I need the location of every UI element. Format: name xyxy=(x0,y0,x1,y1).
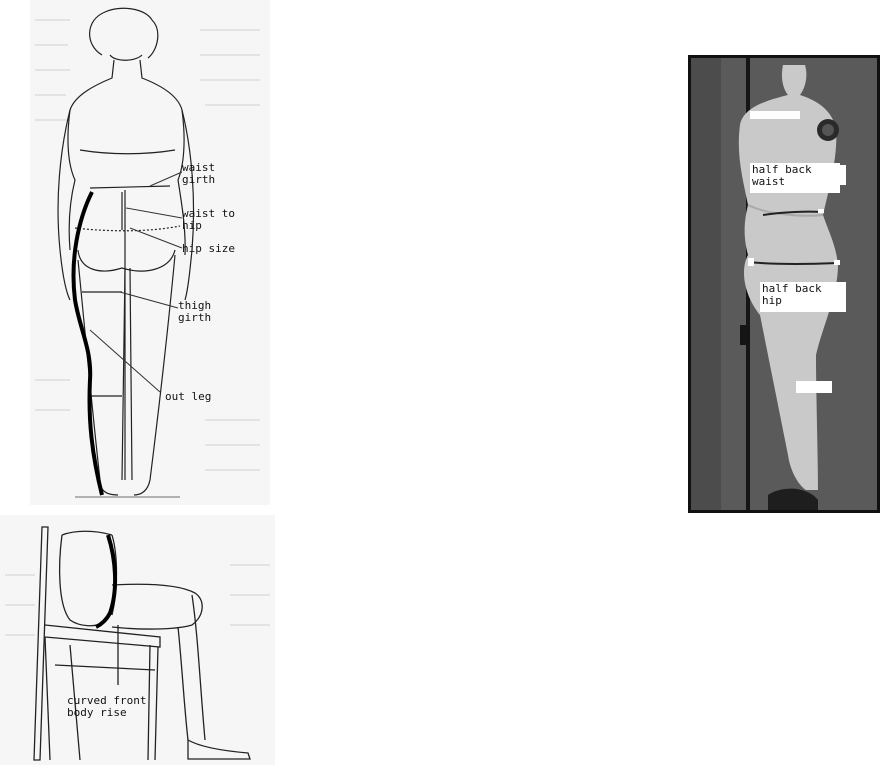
waist-girth-label: waist girth xyxy=(182,162,215,186)
half-back-waist-label: half back waist xyxy=(750,163,840,193)
mannequin-photo: half back waist half back hip xyxy=(688,55,880,513)
waist-to-hip-label: waist to hip xyxy=(182,208,235,232)
hip-size-label: hip size xyxy=(182,243,235,255)
back-view-figure: waist girth waist to hip hip size thigh … xyxy=(30,0,270,505)
out-leg-label: out leg xyxy=(165,391,211,403)
curved-front-body-rise-label: curved front body rise xyxy=(67,695,146,719)
half-back-hip-label: half back hip xyxy=(760,282,846,312)
seated-figure-drawing xyxy=(0,515,275,765)
thigh-girth-label: thigh girth xyxy=(178,300,211,324)
seated-figure: curved front body rise xyxy=(0,515,275,765)
